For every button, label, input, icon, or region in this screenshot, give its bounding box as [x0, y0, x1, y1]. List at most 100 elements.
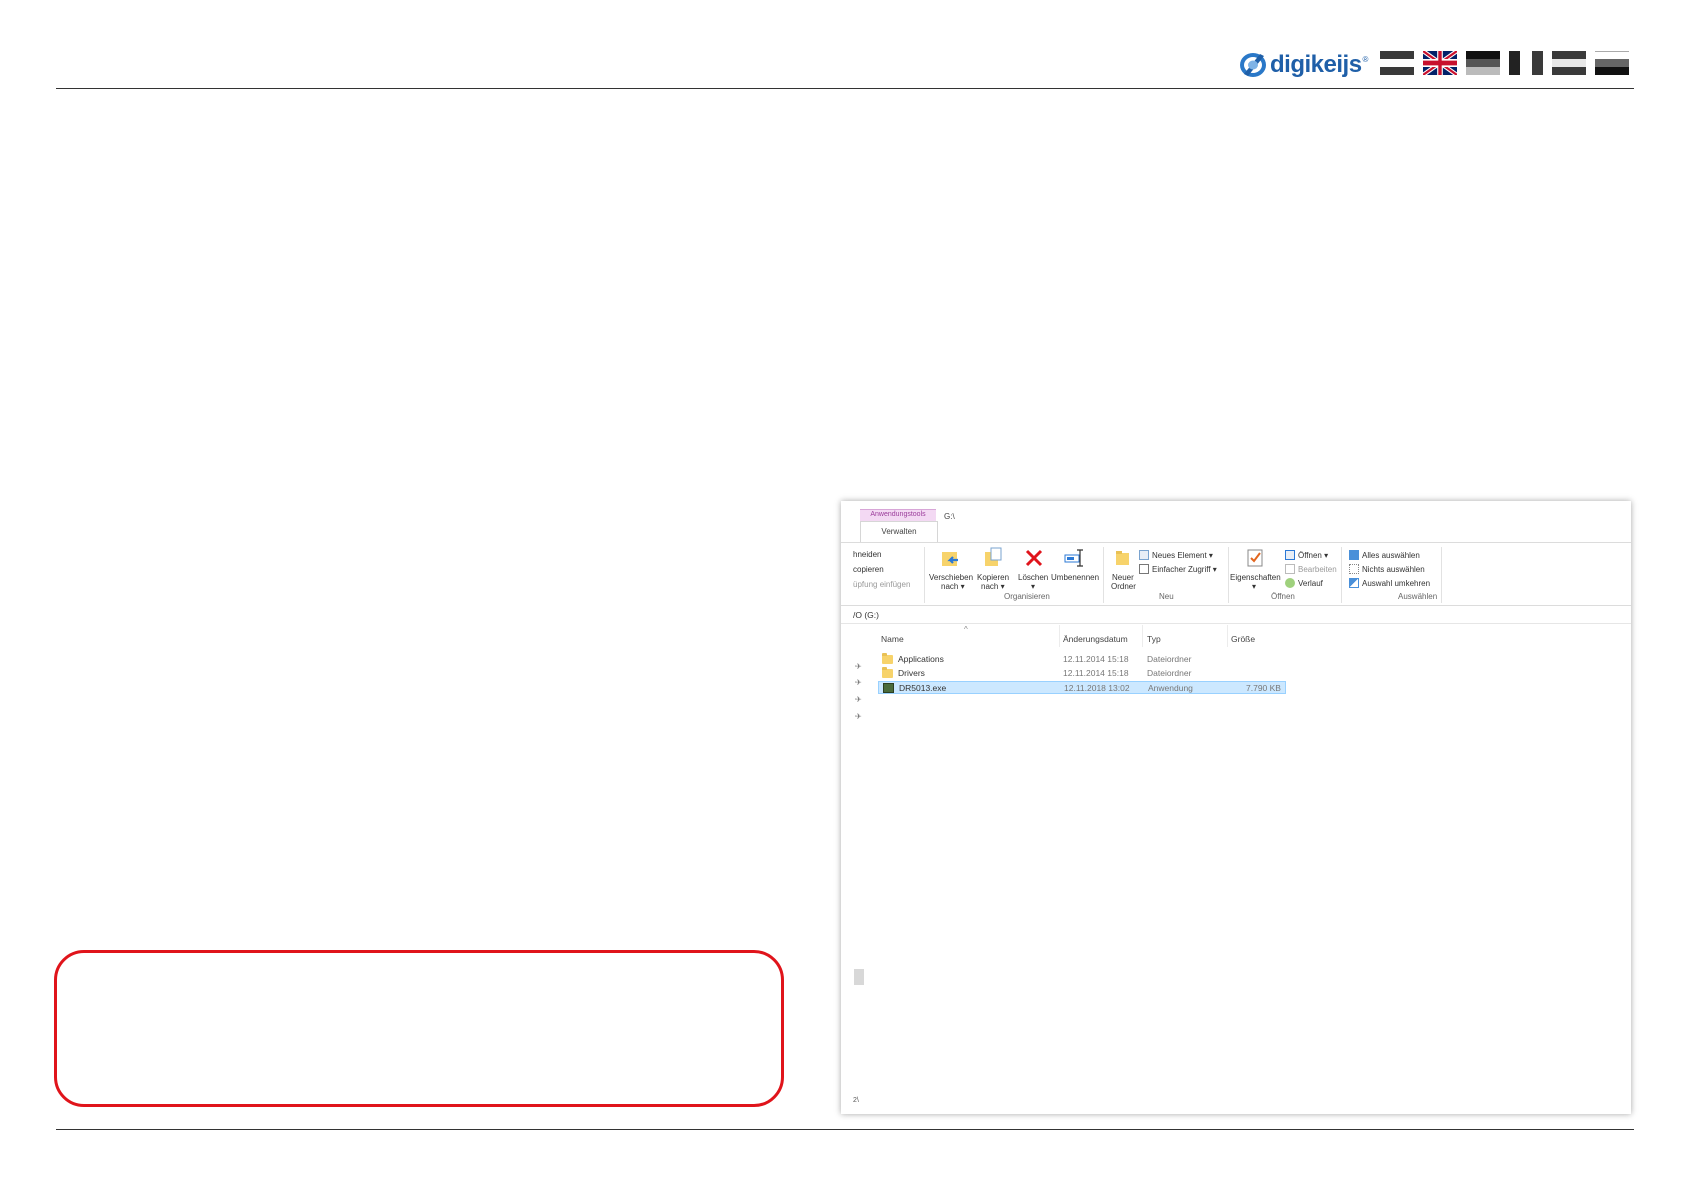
- copy-button[interactable]: copieren: [853, 565, 884, 574]
- window-title-path: G:\: [944, 512, 955, 521]
- move-to-arrow[interactable]: nach ▾: [941, 582, 965, 591]
- header-rule: [56, 88, 1634, 89]
- file-type: Dateiordner: [1147, 668, 1192, 678]
- invert-selection-icon: [1349, 578, 1359, 588]
- explorer-screenshot: Anwendungstools G:\ Verwalten hneiden co…: [841, 501, 1631, 1114]
- open-group-label: Öffnen: [1271, 592, 1295, 601]
- select-group-label: Auswählen: [1398, 592, 1438, 601]
- new-item-icon: [1139, 550, 1149, 560]
- scrollbar-thumb[interactable]: [854, 969, 864, 985]
- open-button[interactable]: Öffnen ▾: [1285, 550, 1328, 560]
- flag-de-icon[interactable]: [1380, 51, 1414, 75]
- copy-to-label[interactable]: Kopieren: [977, 573, 1010, 582]
- new-group-label: Neu: [1159, 592, 1174, 601]
- logo-mark-icon: [1238, 50, 1268, 80]
- ribbon-separator: [924, 547, 925, 603]
- ribbon: hneiden copieren üpfung einfügen Verschi…: [841, 542, 1631, 606]
- file-date: 12.11.2014 15:18: [1063, 654, 1129, 664]
- footer-rule: [56, 1129, 1634, 1130]
- flag-fr-icon[interactable]: [1509, 51, 1543, 75]
- file-row-selected[interactable]: DR5013.exe 12.11.2018 13:02 Anwendung 7.…: [878, 681, 1286, 694]
- file-name: DR5013.exe: [899, 683, 947, 693]
- delete-label[interactable]: Löschen: [1018, 573, 1049, 582]
- file-date: 12.11.2018 13:02: [1064, 683, 1130, 693]
- column-separator[interactable]: [1142, 625, 1143, 647]
- flag-ar-icon[interactable]: [1552, 51, 1586, 75]
- folder-icon: [882, 667, 893, 678]
- organize-group-label: Organisieren: [1004, 592, 1050, 601]
- exe-icon: [883, 683, 894, 693]
- edit-icon: [1285, 564, 1295, 574]
- ribbon-separator: [1441, 547, 1442, 603]
- properties-icon: [1244, 547, 1266, 569]
- new-folder-label[interactable]: Neuer: [1112, 573, 1134, 582]
- new-item-button[interactable]: Neues Element ▾: [1139, 550, 1213, 560]
- column-type[interactable]: Typ: [1147, 634, 1161, 644]
- open-label: Öffnen ▾: [1298, 551, 1329, 560]
- note-callout-box: [54, 950, 784, 1107]
- new-folder-label-2[interactable]: Ordner: [1111, 582, 1136, 591]
- pin-icon[interactable]: ✈: [855, 678, 862, 687]
- column-date[interactable]: Änderungsdatum: [1063, 634, 1128, 644]
- select-all-label: Alles auswählen: [1362, 551, 1420, 560]
- paste-shortcut-button[interactable]: üpfung einfügen: [853, 580, 911, 589]
- language-flags: [1380, 51, 1629, 75]
- file-type: Anwendung: [1148, 683, 1193, 693]
- flag-it-icon[interactable]: [1595, 51, 1629, 75]
- file-row[interactable]: Applications 12.11.2014 15:18 Dateiordne…: [878, 653, 1286, 666]
- new-item-label: Neues Element ▾: [1152, 551, 1213, 560]
- select-all-button[interactable]: Alles auswählen: [1349, 550, 1420, 560]
- column-size[interactable]: Größe: [1231, 634, 1256, 644]
- cut-button[interactable]: hneiden: [853, 550, 882, 559]
- select-none-icon: [1349, 564, 1359, 574]
- file-row[interactable]: Drivers 12.11.2014 15:18 Dateiordner: [878, 667, 1286, 680]
- file-date: 12.11.2014 15:18: [1063, 668, 1129, 678]
- select-none-label: Nichts auswählen: [1362, 565, 1425, 574]
- logo-text: digikeijs: [1270, 51, 1362, 78]
- edit-button[interactable]: Bearbeiten: [1285, 564, 1337, 574]
- folder-icon: [882, 653, 893, 664]
- move-to-icon: [940, 547, 962, 569]
- history-button[interactable]: Verlauf: [1285, 578, 1323, 588]
- properties-arrow[interactable]: ▾: [1252, 582, 1257, 591]
- properties-label[interactable]: Eigenschaften: [1230, 573, 1281, 582]
- address-path: /O (G:): [853, 610, 879, 620]
- tab-verwalten[interactable]: Verwalten: [860, 521, 938, 543]
- flag-uk-icon[interactable]: [1423, 51, 1457, 75]
- copy-to-icon: [982, 546, 1004, 568]
- pin-icon[interactable]: ✈: [855, 695, 862, 704]
- select-none-button[interactable]: Nichts auswählen: [1349, 564, 1425, 574]
- file-size: 7.790 KB: [1246, 683, 1281, 693]
- new-folder-icon: [1111, 547, 1133, 569]
- history-icon: [1285, 578, 1295, 588]
- history-label: Verlauf: [1298, 579, 1323, 588]
- column-name[interactable]: Name: [881, 634, 904, 644]
- delete-icon: [1023, 547, 1045, 569]
- file-name: Applications: [898, 654, 944, 664]
- open-icon: [1285, 550, 1295, 560]
- invert-selection-button[interactable]: Auswahl umkehren: [1349, 578, 1430, 588]
- pin-icon[interactable]: ✈: [855, 662, 862, 671]
- column-separator[interactable]: [1227, 625, 1228, 647]
- copy-to-arrow[interactable]: nach ▾: [981, 582, 1005, 591]
- registered-mark: ®: [1362, 54, 1369, 64]
- invert-selection-label: Auswahl umkehren: [1362, 579, 1431, 588]
- rename-button[interactable]: Umbenennen: [1051, 573, 1100, 582]
- pin-icon[interactable]: ✈: [855, 712, 862, 721]
- ribbon-separator: [1341, 547, 1342, 603]
- easy-access-icon: [1139, 564, 1149, 574]
- ribbon-separator: [1228, 547, 1229, 603]
- rename-icon: [1063, 547, 1085, 569]
- column-separator[interactable]: [1059, 625, 1060, 647]
- flag-nl-icon[interactable]: [1466, 51, 1500, 75]
- digikeijs-logo: digikeijs ®: [1238, 48, 1368, 82]
- context-tab-label[interactable]: Anwendungstools: [860, 509, 936, 521]
- address-bar[interactable]: /O (G:): [841, 608, 1631, 624]
- delete-arrow[interactable]: ▾: [1031, 582, 1036, 591]
- file-name: Drivers: [898, 668, 925, 678]
- move-to-label[interactable]: Verschieben: [929, 573, 974, 582]
- sort-caret-icon: ^: [964, 625, 968, 634]
- select-all-icon: [1349, 550, 1359, 560]
- status-bar-text: 2\: [853, 1097, 859, 1104]
- easy-access-button[interactable]: Einfacher Zugriff ▾: [1139, 564, 1217, 574]
